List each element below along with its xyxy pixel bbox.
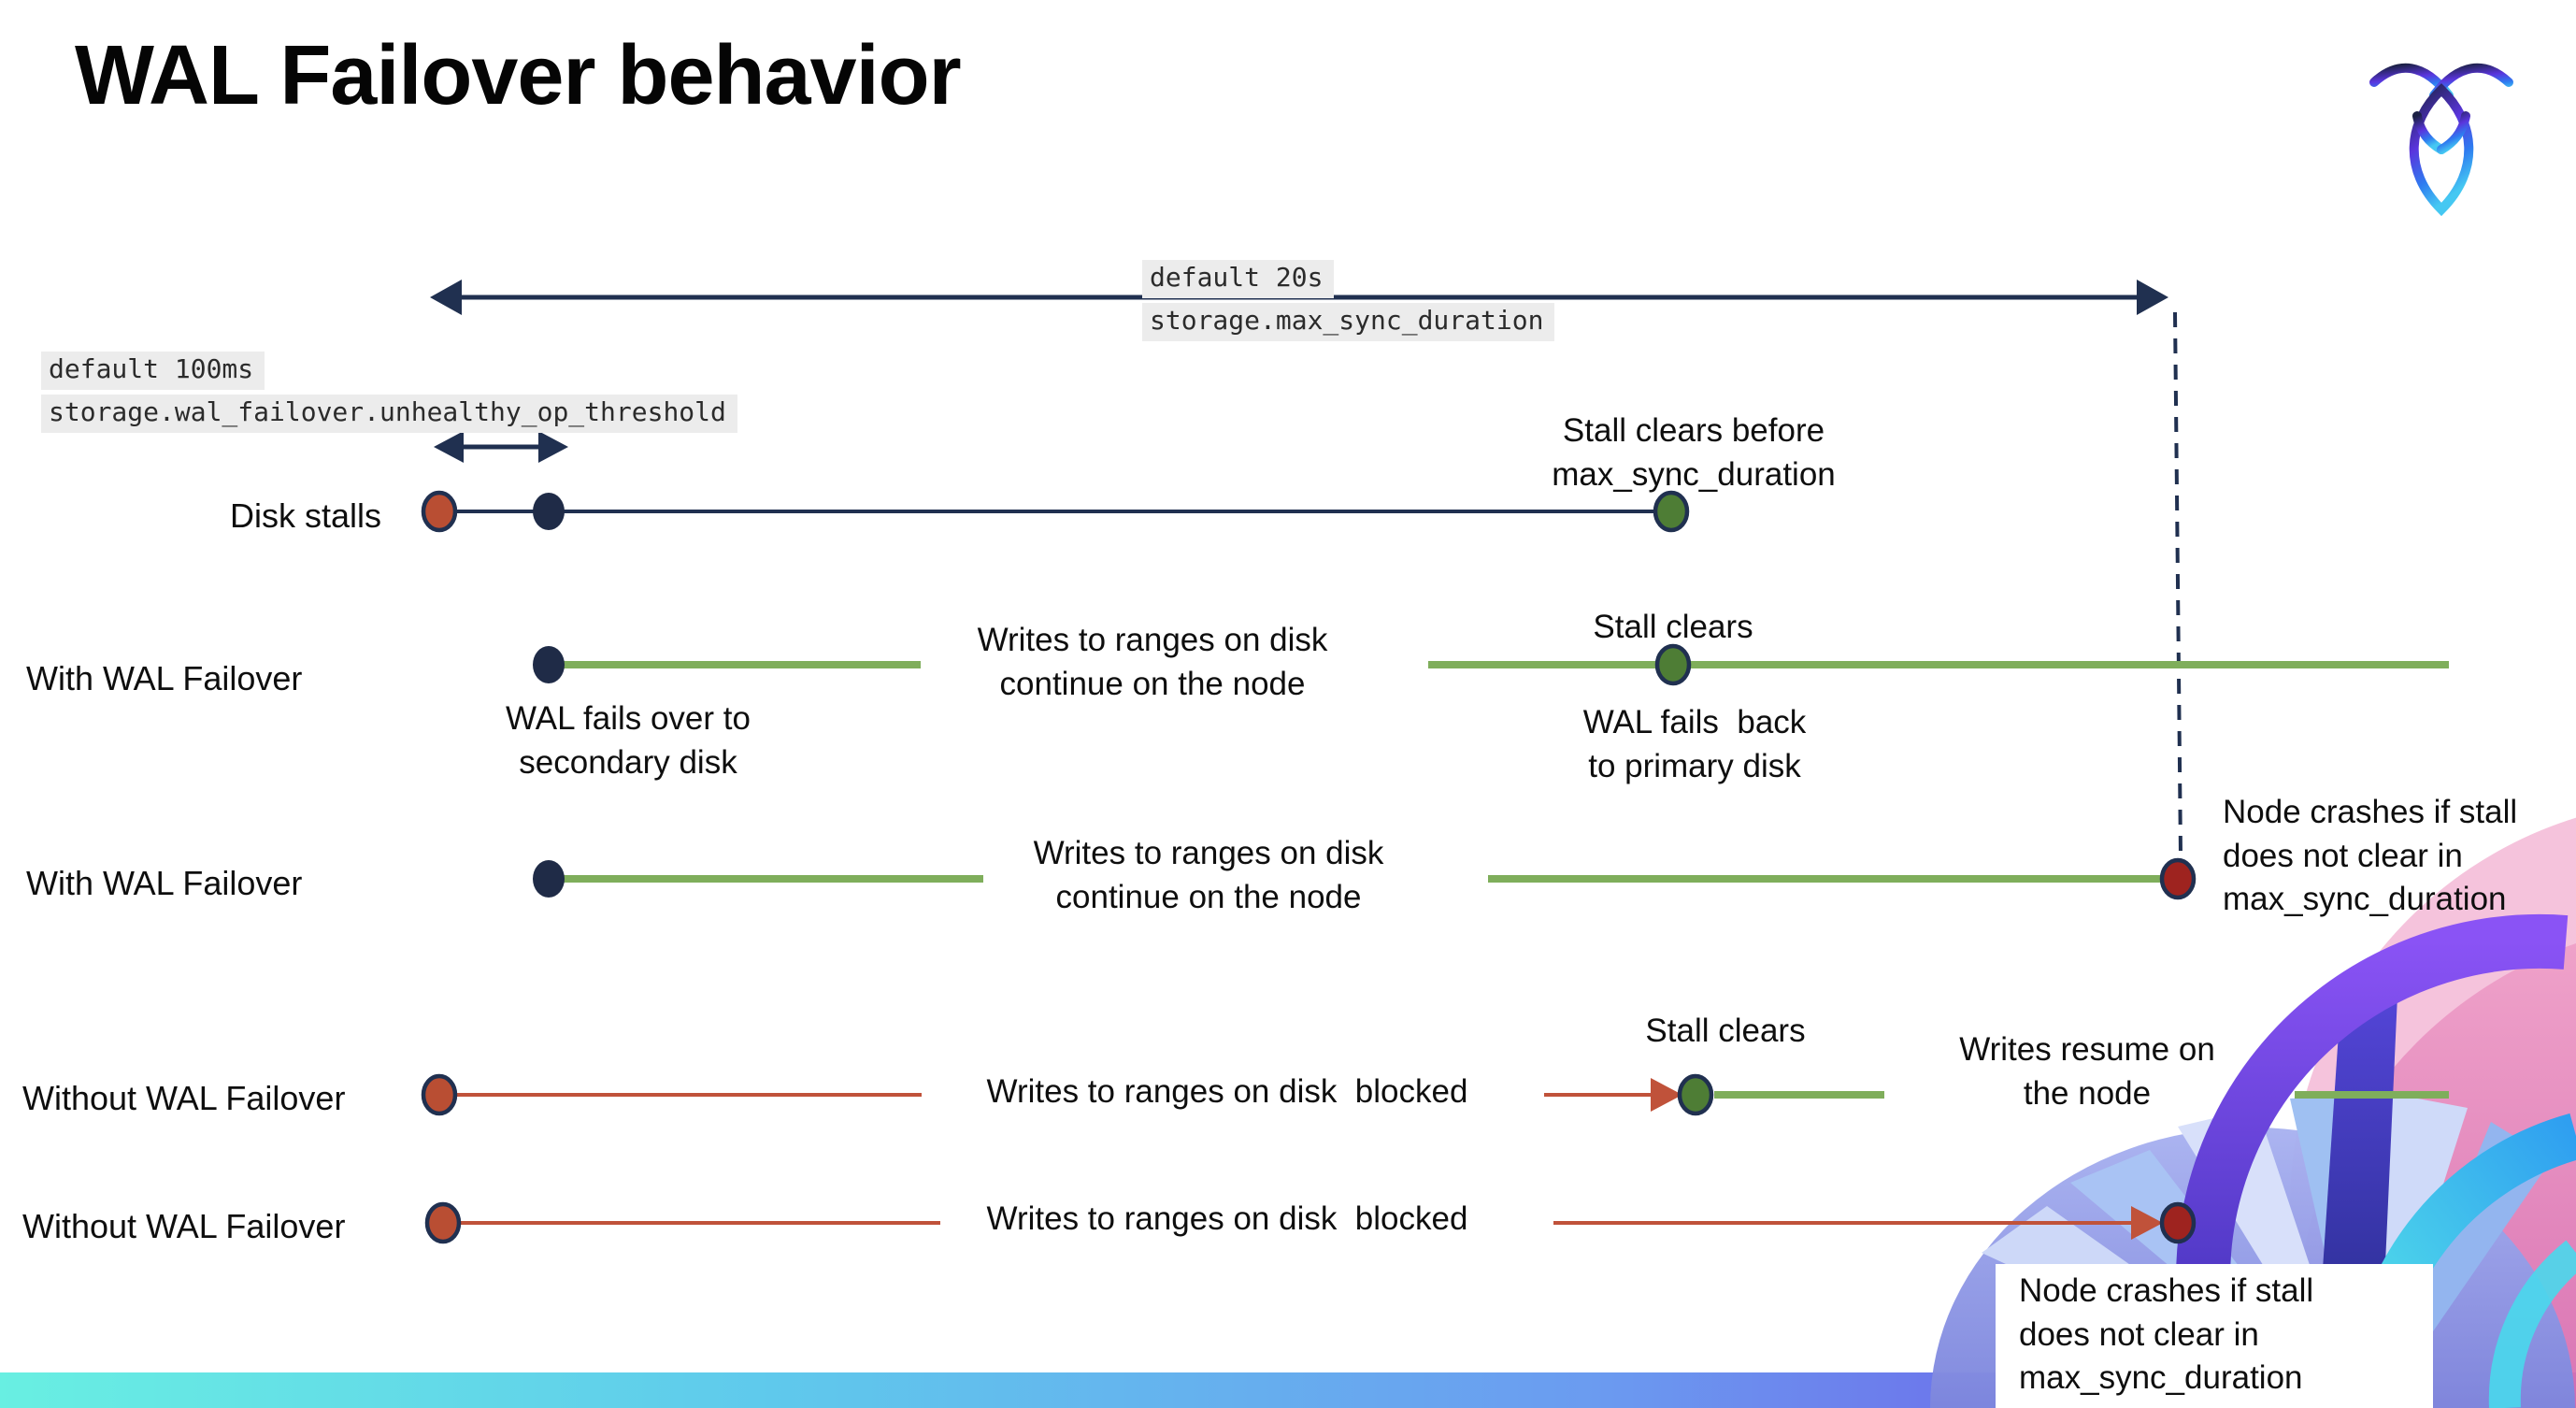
row2-writes-label: Writes to ranges on disk continue on the…: [977, 622, 1328, 702]
arrowhead-left-icon: [430, 280, 462, 315]
max-sync-setting-name: storage.max_sync_duration: [1142, 302, 1555, 341]
unhealthy-op-default-label: default 100ms: [41, 352, 265, 390]
row3-writes-label: Writes to ranges on disk continue on the…: [1033, 835, 1384, 915]
crash-note-box: [1996, 1264, 2433, 1408]
row1-disk-stall-dot: [421, 490, 458, 533]
row4-blocked-label: Writes to ranges on disk blocked: [986, 1073, 1468, 1110]
unhealthy-op-annotation: default 100ms storage.wal_failover.unhea…: [41, 352, 737, 433]
row1-label: Disk stalls: [230, 496, 382, 535]
row5-disk-stall-dot: [424, 1201, 462, 1244]
row5-node-crash-dot: [2159, 1201, 2197, 1244]
row5-red-arrowhead-icon: [2131, 1206, 2163, 1240]
row4-stall-clears-dot: [1677, 1073, 1714, 1116]
row1-stall-clears-label: Stall clears before max_sync_duration: [1552, 412, 1836, 493]
unhealthy-op-threshold-span-arrow: [434, 431, 568, 463]
crash-timing-dashed-line: [2173, 311, 2182, 855]
row2-label: With WAL Failover: [26, 659, 303, 697]
row5-label: Without WAL Failover: [22, 1207, 346, 1245]
row5-blocked-label: Writes to ranges on disk blocked: [986, 1200, 1468, 1237]
row2-failback-label: WAL fails back to primary disk: [1582, 704, 1807, 784]
row4-label: Without WAL Failover: [22, 1079, 346, 1117]
unhealthy-op-setting-name: storage.wal_failover.unhealthy_op_thresh…: [41, 394, 737, 433]
max-sync-annotation: default 20s storage.max_sync_duration: [1142, 260, 1555, 341]
max-sync-default-label: default 20s: [1142, 260, 1335, 298]
row2-failover-dot: [533, 646, 565, 683]
arrowhead-left-icon: [434, 431, 464, 463]
arrowhead-right-icon: [538, 431, 568, 463]
row4-red-arrowhead-icon: [1651, 1078, 1682, 1112]
page-title: WAL Failover behavior: [75, 29, 962, 122]
row3-failover-dot: [533, 860, 565, 898]
row4-disk-stall-dot: [421, 1073, 458, 1116]
row3-crash-label: Node crashes if stall does not clear in …: [2223, 794, 2518, 918]
row5-crash-label: Node crashes if stall does not clear in …: [2019, 1272, 2314, 1397]
row1-stall-clears-dot: [1653, 490, 1690, 533]
row1-threshold-dot: [533, 493, 565, 530]
arrowhead-right-icon: [2137, 280, 2168, 315]
row3-label: With WAL Failover: [26, 864, 303, 902]
row2-stall-clears-label: Stall clears: [1593, 609, 1753, 645]
row4-stall-clears-label: Stall clears: [1645, 1013, 1806, 1049]
row2-stall-clears-dot: [1654, 643, 1692, 686]
row3-node-crash-dot: [2159, 857, 2197, 900]
row4-resume-label: Writes resume on the node: [1959, 1031, 2215, 1112]
row2-failover-label: WAL fails over to secondary disk: [506, 700, 751, 781]
